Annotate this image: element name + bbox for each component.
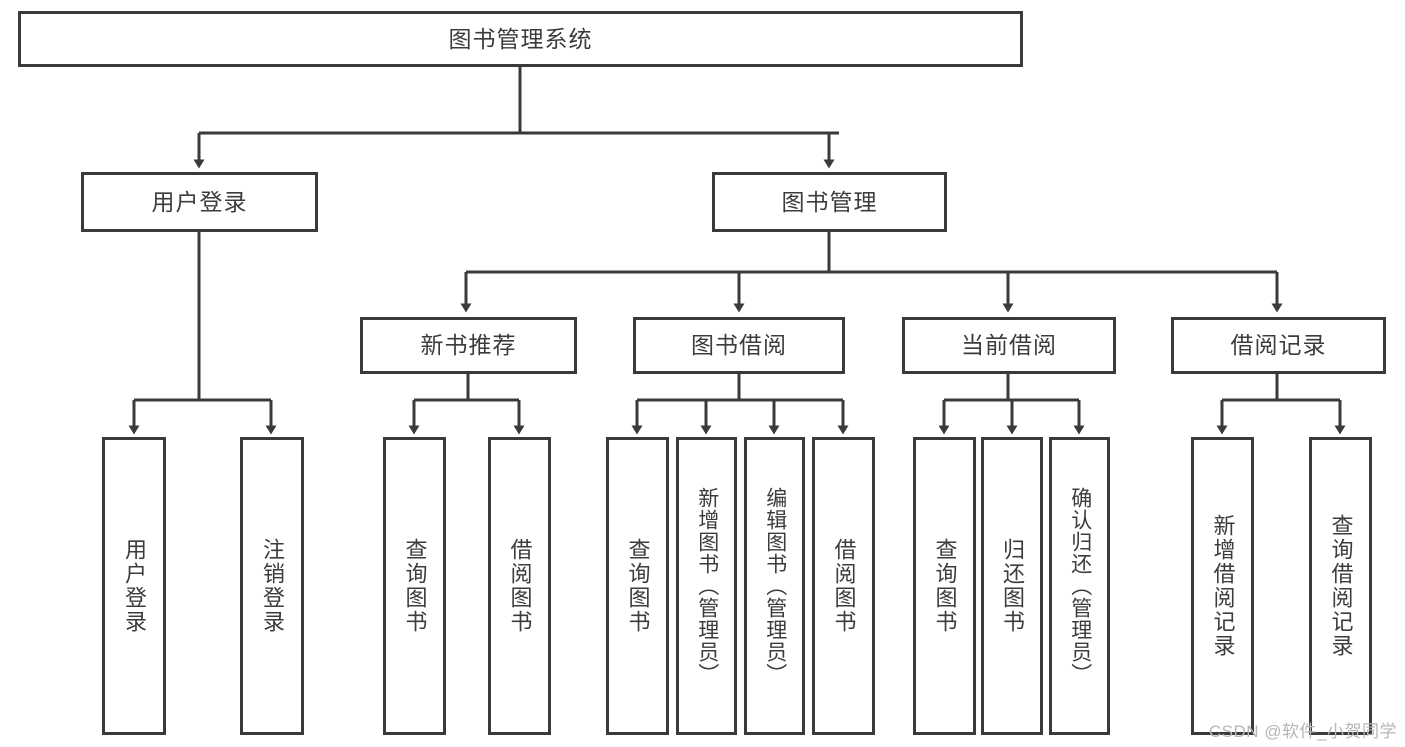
node-label: 借阅图书 <box>831 538 857 634</box>
node-label: 注销登录 <box>259 538 285 634</box>
node-label: 查询图书 <box>932 538 958 634</box>
leaf-add-book-admin[interactable]: 新增图书（管理员） <box>676 437 737 735</box>
node-label: 新增图书（管理员） <box>695 487 719 685</box>
node-label: 当前借阅 <box>961 332 1057 359</box>
leaf-query-book-borrow[interactable]: 查询图书 <box>606 437 669 735</box>
leaf-query-book-recommend[interactable]: 查询图书 <box>383 437 446 735</box>
leaf-user-login[interactable]: 用户登录 <box>102 437 166 735</box>
leaf-query-borrow-record[interactable]: 查询借阅记录 <box>1309 437 1372 735</box>
node-label: 图书管理 <box>781 188 878 215</box>
node-root-system[interactable]: 图书管理系统 <box>18 11 1023 67</box>
node-user-login[interactable]: 用户登录 <box>81 172 318 232</box>
leaf-confirm-return-admin[interactable]: 确认归还（管理员） <box>1049 437 1110 735</box>
node-label: 确认归还（管理员） <box>1068 487 1092 685</box>
node-label: 查询借阅记录 <box>1328 514 1354 658</box>
node-borrow-record[interactable]: 借阅记录 <box>1171 317 1386 374</box>
leaf-edit-book-admin[interactable]: 编辑图书（管理员） <box>744 437 805 735</box>
leaf-return-book[interactable]: 归还图书 <box>981 437 1043 735</box>
node-label: 借阅图书 <box>507 538 533 634</box>
node-new-book-recommend[interactable]: 新书推荐 <box>360 317 577 374</box>
node-label: 查询图书 <box>625 538 651 634</box>
leaf-add-borrow-record[interactable]: 新增借阅记录 <box>1191 437 1254 735</box>
node-label: 归还图书 <box>999 538 1025 634</box>
leaf-query-book-current[interactable]: 查询图书 <box>913 437 976 735</box>
node-label: 新增借阅记录 <box>1210 514 1236 658</box>
node-label: 用户登录 <box>151 188 248 215</box>
node-label: 借阅记录 <box>1230 332 1327 359</box>
node-current-borrow[interactable]: 当前借阅 <box>902 317 1116 374</box>
node-book-management[interactable]: 图书管理 <box>712 172 947 232</box>
node-book-borrow[interactable]: 图书借阅 <box>633 317 845 374</box>
node-label: 查询图书 <box>402 538 428 634</box>
node-label: 编辑图书（管理员） <box>763 487 787 685</box>
node-label: 新书推荐 <box>420 332 517 359</box>
node-label: 图书管理系统 <box>448 25 593 52</box>
watermark: CSDN @软件_小贺同学 <box>1208 722 1397 741</box>
leaf-borrow-book[interactable]: 借阅图书 <box>812 437 875 735</box>
leaf-user-logout[interactable]: 注销登录 <box>240 437 304 735</box>
node-label: 用户登录 <box>121 538 147 634</box>
node-label: 图书借阅 <box>691 332 787 359</box>
leaf-borrow-book-recommend[interactable]: 借阅图书 <box>488 437 551 735</box>
